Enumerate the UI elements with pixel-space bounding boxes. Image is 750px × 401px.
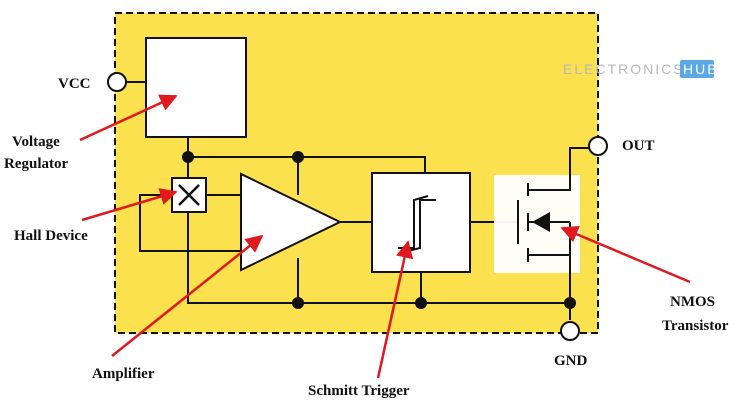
vcc-label: VCC bbox=[58, 76, 91, 92]
voltage-regulator-label-line2: Regulator bbox=[4, 156, 68, 172]
hall-device-block bbox=[171, 177, 207, 213]
amplifier-block bbox=[240, 172, 343, 272]
schmitt-trigger-label: Schmitt Trigger bbox=[308, 383, 410, 399]
gnd-label: GND bbox=[554, 353, 588, 369]
voltage-regulator-block bbox=[145, 37, 247, 138]
logo-text: ELECTRONICS bbox=[563, 61, 685, 77]
schmitt-trigger-block bbox=[371, 172, 471, 273]
junction-dots bbox=[182, 151, 576, 309]
voltage-regulator-label-line1: Voltage bbox=[12, 134, 60, 150]
nmos-label-line1: NMOS bbox=[670, 294, 715, 310]
logo-badge: HUB bbox=[683, 61, 719, 77]
amplifier-label: Amplifier bbox=[92, 366, 155, 382]
vcc-pin bbox=[107, 72, 127, 92]
gnd-pin bbox=[560, 321, 580, 341]
hall-device-label: Hall Device bbox=[14, 228, 88, 244]
electronics-hub-logo: ELECTRONICS HUB bbox=[563, 60, 719, 78]
nmos-transistor-block bbox=[494, 175, 580, 273]
out-label: OUT bbox=[622, 138, 655, 154]
out-pin bbox=[588, 136, 608, 156]
annotation-arrows bbox=[79, 94, 691, 379]
nmos-label-line2: Transistor bbox=[662, 318, 729, 334]
